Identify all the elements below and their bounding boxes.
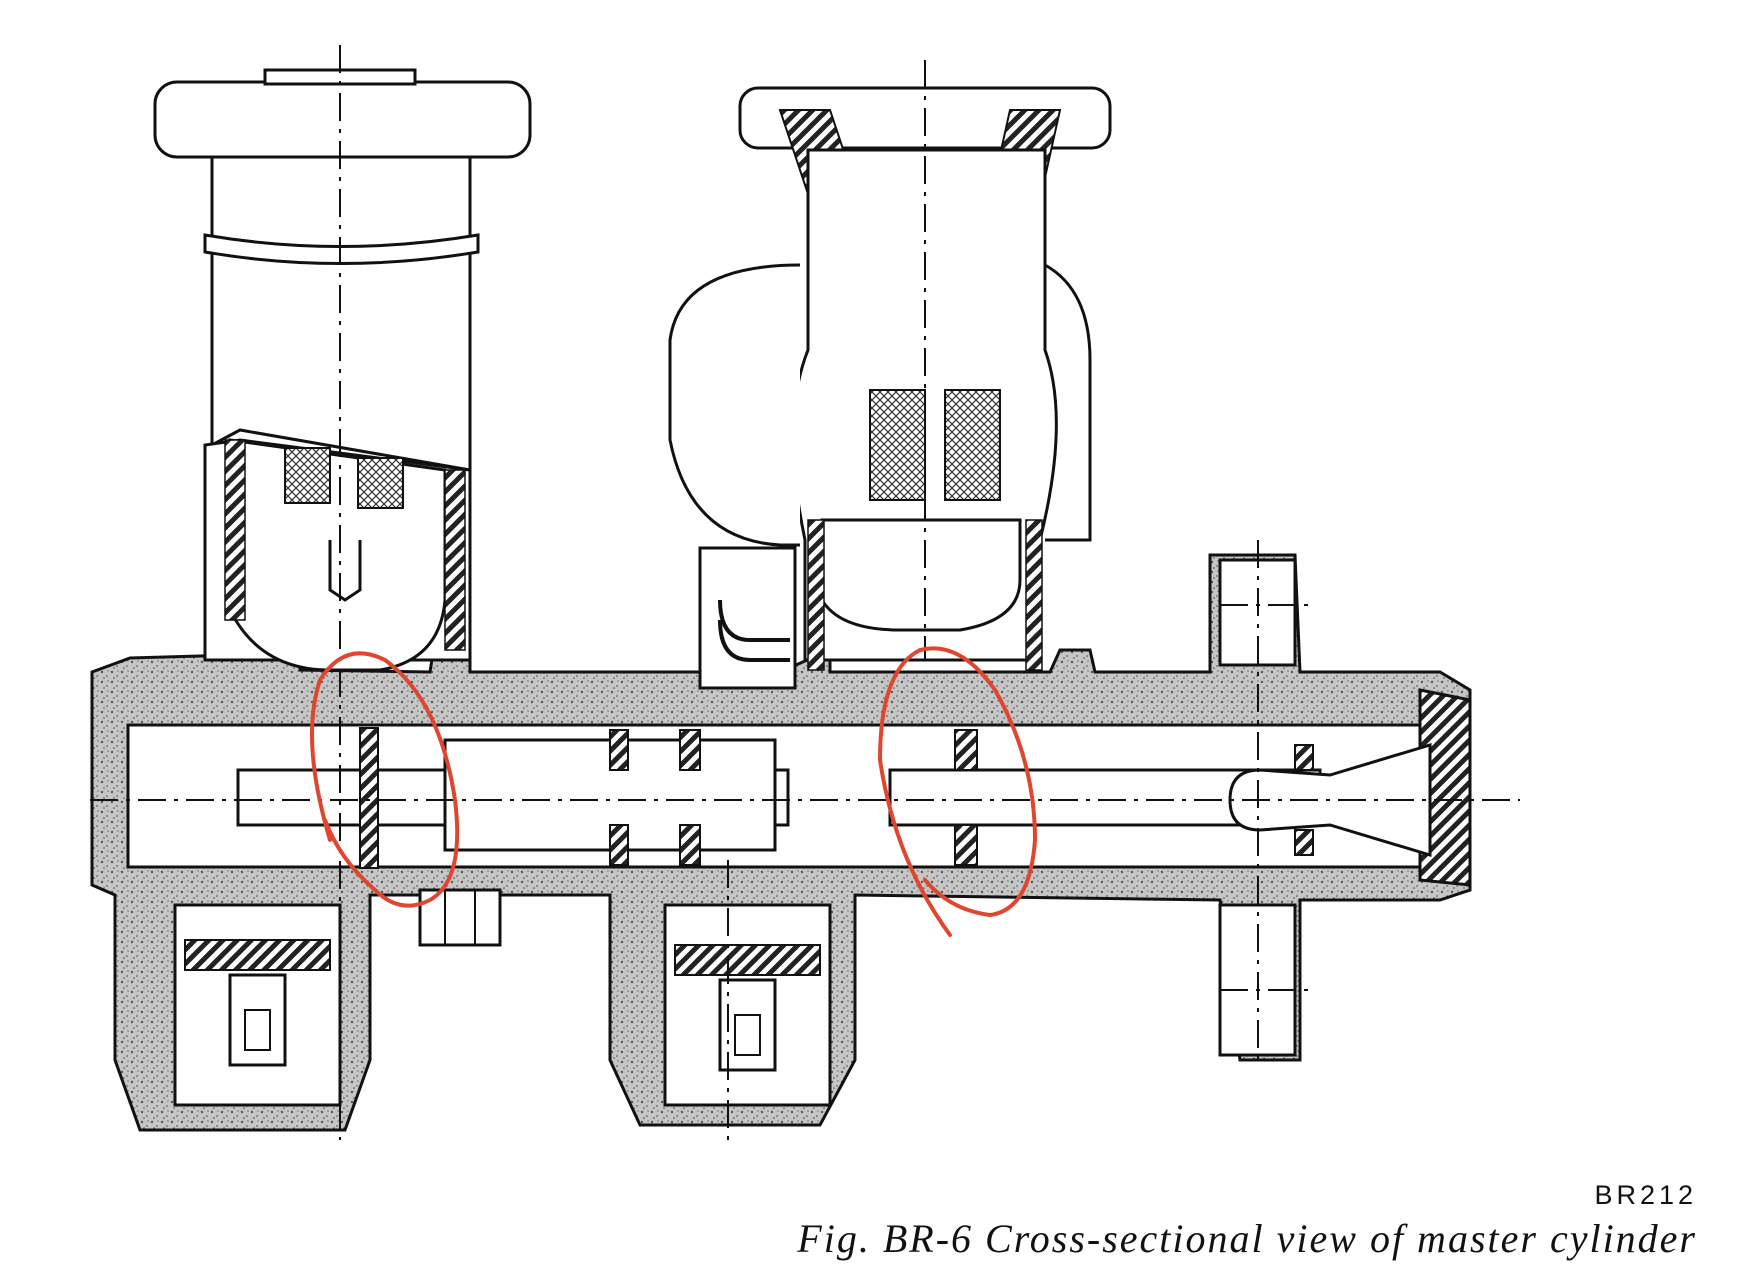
left-reservoir-strainer [284, 447, 331, 504]
right-outlet-valve [663, 903, 832, 1107]
right-reservoir [668, 86, 1112, 690]
primary-piston [236, 727, 790, 869]
left-reservoir-cap [153, 80, 532, 159]
annotation-circle-right [877, 646, 1038, 937]
figure-code: BR212 [1594, 1180, 1697, 1210]
level-switch [698, 546, 797, 690]
center-lines [90, 45, 1520, 1140]
figure-caption: Fig. BR-6 Cross-sectional view of master… [797, 1216, 1697, 1261]
left-reservoir [153, 68, 532, 672]
annotation-circles [310, 646, 1038, 937]
annotation-circle-left [310, 651, 460, 908]
right-reservoir-strainer [869, 389, 926, 501]
left-outlet-valve [173, 903, 342, 1107]
